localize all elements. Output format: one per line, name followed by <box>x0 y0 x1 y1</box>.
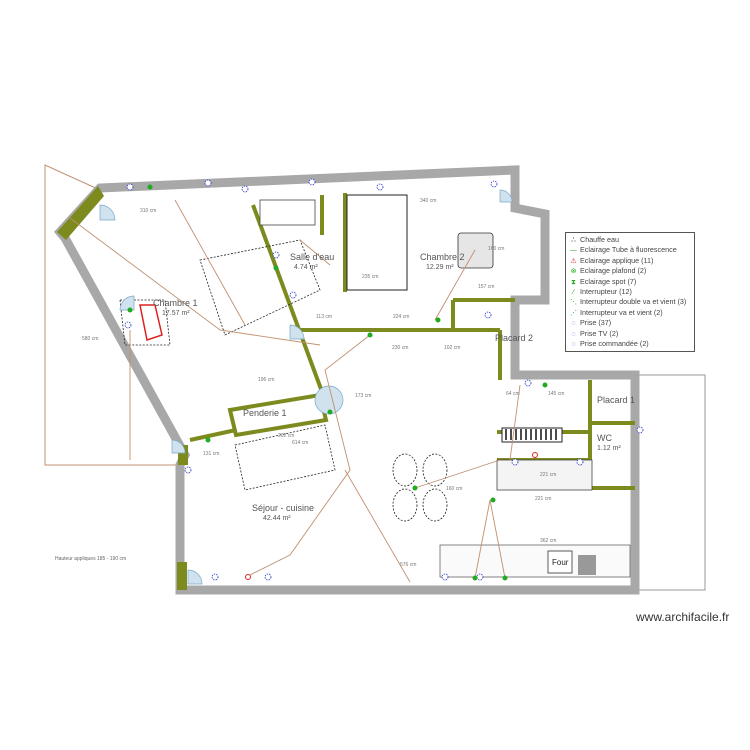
wall-light-icon <box>532 452 538 458</box>
room-name: WC <box>597 433 612 443</box>
legend-item: ⊗ Eclairage plafond (2) <box>569 266 691 276</box>
oven <box>547 550 573 574</box>
dimension: 235 cm <box>362 274 378 280</box>
room-name: Séjour - cuisine <box>252 503 314 513</box>
dimension: 224 cm <box>393 314 409 320</box>
outlet-icon: ◌ <box>571 320 576 328</box>
dimension: 340 cm <box>420 198 436 204</box>
dimension: 160 cm <box>446 486 462 492</box>
legend-label: Prise TV (2) <box>580 328 619 338</box>
legend-item: ⋱ Interrupteur double va et vient (3) <box>569 297 691 307</box>
legend-label: Interrupteur (12) <box>580 287 632 297</box>
kitchen-counter <box>439 544 631 578</box>
fluorescent-tube-icon: — <box>570 247 577 255</box>
piano-keys <box>505 429 557 440</box>
legend-label: Prise commandée (2) <box>580 339 649 349</box>
dining-table <box>392 453 448 522</box>
piano <box>501 427 563 443</box>
dimension: 196 cm <box>258 377 274 383</box>
wiring <box>69 199 521 583</box>
corner-post-nw <box>57 186 104 240</box>
room-name: Penderie 1 <box>243 408 287 418</box>
room-area: 4.74 m² <box>294 264 318 271</box>
kitchen-sink <box>578 555 596 575</box>
room-name: Placard 2 <box>495 333 533 343</box>
furniture <box>119 239 336 491</box>
legend-label: Eclairage spot (7) <box>580 276 637 286</box>
wall-light-icon <box>245 574 251 580</box>
brand-link[interactable]: www.archifacile.fr <box>636 610 730 624</box>
two-way-switch-icon: ⋰ <box>570 309 577 317</box>
dimension: 102 cm <box>444 345 460 351</box>
legend-item: — Eclairage Tube à fluorescence <box>569 245 691 255</box>
switch-icon: ⁄ <box>572 289 575 297</box>
spot-light-icon: ⧗ <box>571 278 576 286</box>
water-heater-icon: ∴ <box>571 237 576 244</box>
dimension: 113 cm <box>316 314 332 320</box>
switches <box>127 184 548 581</box>
legend-label: Eclairage Tube à fluorescence <box>580 245 677 255</box>
room-area: 42.44 m² <box>263 515 291 522</box>
dimension: 310 cm <box>140 208 156 214</box>
dimension: 131 cm <box>203 451 219 457</box>
corner-post-sw <box>177 562 187 590</box>
room-labels: Chambre 1 17.57 m² Salle d'eau 4.74 m² C… <box>153 252 635 522</box>
room-name: Chambre 1 <box>153 298 198 308</box>
dimension: 230 cm <box>392 345 408 351</box>
dimension: 173 cm <box>355 393 371 399</box>
room-name: Chambre 2 <box>420 252 465 262</box>
legend-label: Interrupteur va et vient (2) <box>580 307 663 317</box>
room-area: 17.57 m² <box>162 310 190 317</box>
dimension: 614 cm <box>292 440 308 446</box>
wardrobe-salle-eau <box>259 199 316 226</box>
legend-item: ⚠ Eclairage applique (11) <box>569 256 691 266</box>
ceiling-light-icon: ⊗ <box>570 268 577 276</box>
dimension: 576 cm <box>400 562 416 568</box>
legend-item: ◌ Prise (37) <box>569 318 691 328</box>
legend-label: Eclairage applique (11) <box>580 255 654 265</box>
legend-label: Interrupteur double va et vient (3) <box>580 297 687 307</box>
dimension: 580 cm <box>82 336 98 342</box>
dimension: 145 cm <box>548 391 564 397</box>
legend-item: ⧗ Eclairage spot (7) <box>569 277 691 287</box>
bed-chambre-2 <box>346 194 408 291</box>
wall-light-icon: ⚠ <box>570 257 577 265</box>
dimension: 202 cm <box>278 433 294 439</box>
outlets <box>124 178 644 581</box>
double-switch-icon: ⋱ <box>570 299 577 307</box>
kitchen-island <box>496 459 593 491</box>
desk-chambre-2 <box>457 232 494 269</box>
legend-label: Prise (37) <box>580 318 612 328</box>
dimension: 221 cm <box>540 472 556 478</box>
legend: ∴ Chauffe eau — Eclairage Tube à fluores… <box>565 232 695 353</box>
dimension: 64 cm <box>506 391 520 397</box>
dimension: 362 cm <box>540 538 556 544</box>
dimension: 221 cm <box>535 496 551 502</box>
terrace-outline-left <box>44 164 185 466</box>
legend-item: ◌ Prise TV (2) <box>569 329 691 339</box>
inner-walls <box>189 193 635 490</box>
tv-outlet-icon: ◌ <box>571 330 576 338</box>
legend-item: ⋰ Interrupteur va et vient (2) <box>569 308 691 318</box>
legend-item: ∴ Chauffe eau <box>569 235 691 245</box>
legend-label: Chauffe eau <box>580 235 620 244</box>
legend-label: Eclairage plafond (2) <box>580 266 647 276</box>
lighting-height-note: Hauteur appliques 185 - 190 cm <box>55 556 127 562</box>
terrace-outline-right <box>635 374 706 591</box>
dimension-labels: 310 cm 340 cm 113 cm 224 cm 157 cm 160 c… <box>82 198 564 568</box>
controlled-outlet-icon: ◌ <box>571 341 576 349</box>
room-area: 1.12 m² <box>597 445 621 452</box>
room-area: 12.29 m² <box>426 264 454 271</box>
oven-label: Four <box>552 558 569 567</box>
dimension: 160 cm <box>488 246 504 252</box>
wall-light-icon <box>139 304 163 341</box>
door-swings <box>99 189 513 585</box>
room-name: Salle d'eau <box>290 252 334 262</box>
room-name: Placard 1 <box>597 395 635 405</box>
legend-item: ◌ Prise commandée (2) <box>569 339 691 349</box>
legend-item: ⁄ Interrupteur (12) <box>569 287 691 297</box>
corner-post-w <box>178 445 188 465</box>
dimension: 157 cm <box>478 284 494 290</box>
